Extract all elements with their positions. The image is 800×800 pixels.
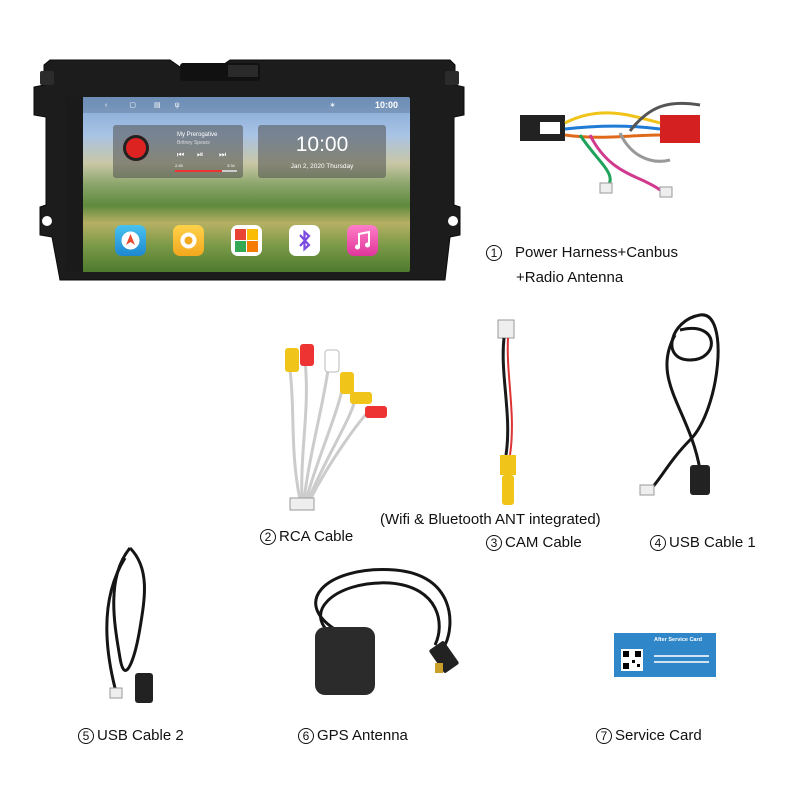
item4-text: USB Cable 1 [669,534,756,551]
item4-number: 4 [650,534,666,551]
item6-text: GPS Antenna [317,727,408,744]
settings-icon[interactable] [173,225,204,256]
recent-icon[interactable]: ▤ [153,102,161,109]
item5-text: USB Cable 2 [97,727,184,744]
status-time: 10:00 [374,100,398,110]
next-icon[interactable]: ⏭ [219,150,227,159]
music-widget[interactable]: My Prerogative Britney Spears ⏮ ⏯ ⏭ 2:45… [113,125,243,178]
play-pause-icon[interactable]: ⏯ [197,150,204,159]
item6-label: 6 GPS Antenna [298,727,408,744]
item5-number: 5 [78,727,94,744]
head-unit-screen: ‹ ▢ ▤ ψ ∗ 10:00 My Prerogative Britney S… [65,97,410,272]
apps-icon[interactable] [231,225,262,256]
clock-time: 10:00 [295,133,349,156]
progress-bar[interactable] [175,170,237,172]
usb-cable1-image [639,313,720,496]
usb-icon: ψ [174,101,180,109]
prev-icon[interactable]: ⏮ [177,150,185,159]
item3-label: 3 CAM Cable [486,534,582,551]
qr-code-icon [621,649,643,671]
item1-label: 1 Power Harness+Canbus [486,244,678,261]
service-card-image: After Service Card [614,633,716,689]
gps-antenna-image [314,568,459,695]
item1-line1: Power Harness+Canbus [515,244,679,261]
clock-widget[interactable]: 10:00 Jan 2, 2020 Thursday [258,125,386,178]
song-artist: Britney Spears [177,140,210,146]
music-icon[interactable] [347,225,378,256]
item2-text: RCA Cable [279,528,354,545]
clock-date: Jan 2, 2020 Thursday [290,163,354,170]
item1-line2: +Radio Antenna [516,269,624,286]
item3-number: 3 [486,534,502,551]
item2-number: 2 [260,528,276,545]
service-card-title: After Service Card [654,637,702,643]
status-bar: ‹ ▢ ▤ ψ ∗ [83,97,410,113]
home-icon[interactable]: ▢ [129,102,136,109]
item2-label: 2 RCA Cable [260,528,353,545]
song-title: My Prerogative [177,132,218,138]
item7-label: 7 Service Card [596,727,702,744]
item1-number: 1 [486,244,502,261]
album-art [123,135,149,161]
item4-label: 4 USB Cable 1 [650,534,756,551]
bluetooth-status-icon: ∗ [329,102,336,109]
navigation-icon[interactable] [115,225,146,256]
item7-text: Service Card [615,727,702,744]
note-text: (Wifi & Bluetooth ANT integrated) [380,511,601,528]
item3-text: CAM Cable [505,534,582,551]
back-icon[interactable]: ‹ [105,101,108,109]
usb-cable2-image [105,546,153,703]
power-harness-image [520,101,701,198]
item6-number: 6 [298,727,314,744]
item5-label: 5 USB Cable 2 [78,727,184,744]
song-total: 3:34 [227,163,235,168]
item7-number: 7 [596,727,612,744]
rca-cable-image [285,344,387,511]
cam-cable-image [497,319,516,505]
screen-left-bar [65,97,83,272]
song-elapsed: 2:45 [175,163,183,168]
bluetooth-icon[interactable] [289,225,320,256]
